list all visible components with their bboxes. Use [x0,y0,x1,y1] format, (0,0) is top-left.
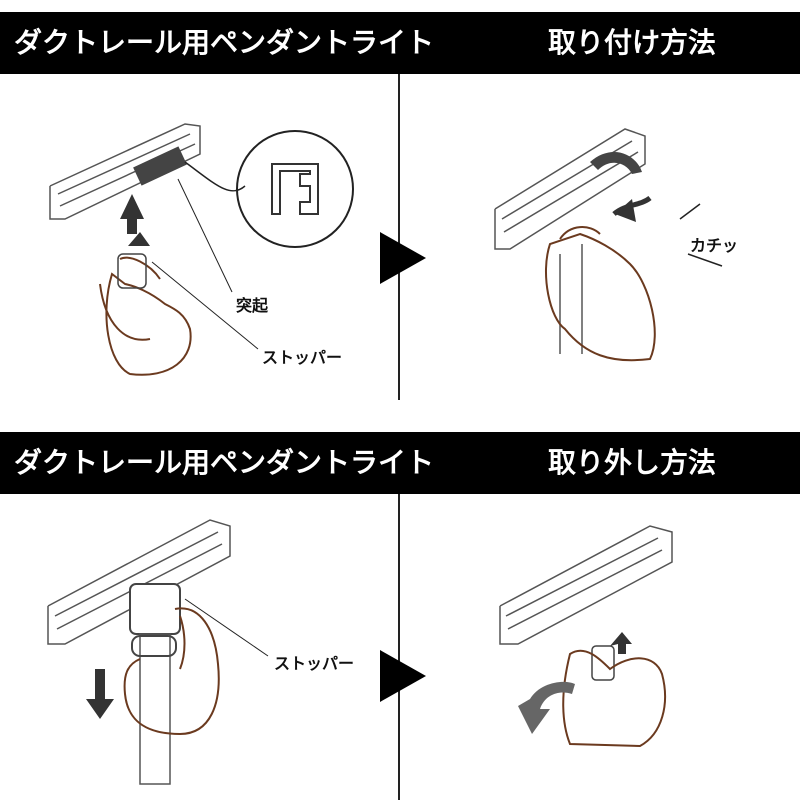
hand-icon [544,226,656,362]
hand-icon [562,649,666,748]
rail-slot [133,146,187,186]
label-stopper: ストッパー [262,348,343,367]
magnifier-circle [236,130,354,248]
rotate-arrow-icon [518,681,575,734]
next-step-arrow-icon [380,650,426,702]
duct-rail [49,123,201,220]
banner-removal: ダクトレール用ペンダントライト 取り外し方法 [0,432,800,494]
install-step2-illustration [494,128,723,362]
banner-subtitle-install: 取り付け方法 [548,26,717,59]
next-step-arrow-icon [380,232,426,284]
adapter-body [129,583,181,635]
banner-install: ダクトレール用ペンダントライト 取り付け方法 [0,12,800,74]
duct-rail [499,525,673,645]
rotate-arrow-icon [590,151,642,174]
removal-step2-illustration [499,525,673,748]
down-arrow-icon [86,669,114,719]
label-click: カチッ [690,236,739,255]
section-divider [398,494,400,800]
pendant-cord [139,633,171,785]
banner-title: ダクトレール用ペンダントライト [14,26,435,59]
up-arrow-icon [120,194,144,234]
install-step1-illustration [49,123,354,376]
banner-subtitle-removal: 取り外し方法 [548,446,717,479]
banner-title: ダクトレール用ペンダントライト [14,446,435,479]
removal-step1-illustration [47,519,269,785]
hand-icon [123,607,220,736]
rail-profile-icon [271,163,319,215]
label-bump: 突起 [236,296,269,315]
hand-icon [99,256,192,376]
up-arrow-icon [610,632,632,654]
label-stopper: ストッパー [274,654,355,673]
